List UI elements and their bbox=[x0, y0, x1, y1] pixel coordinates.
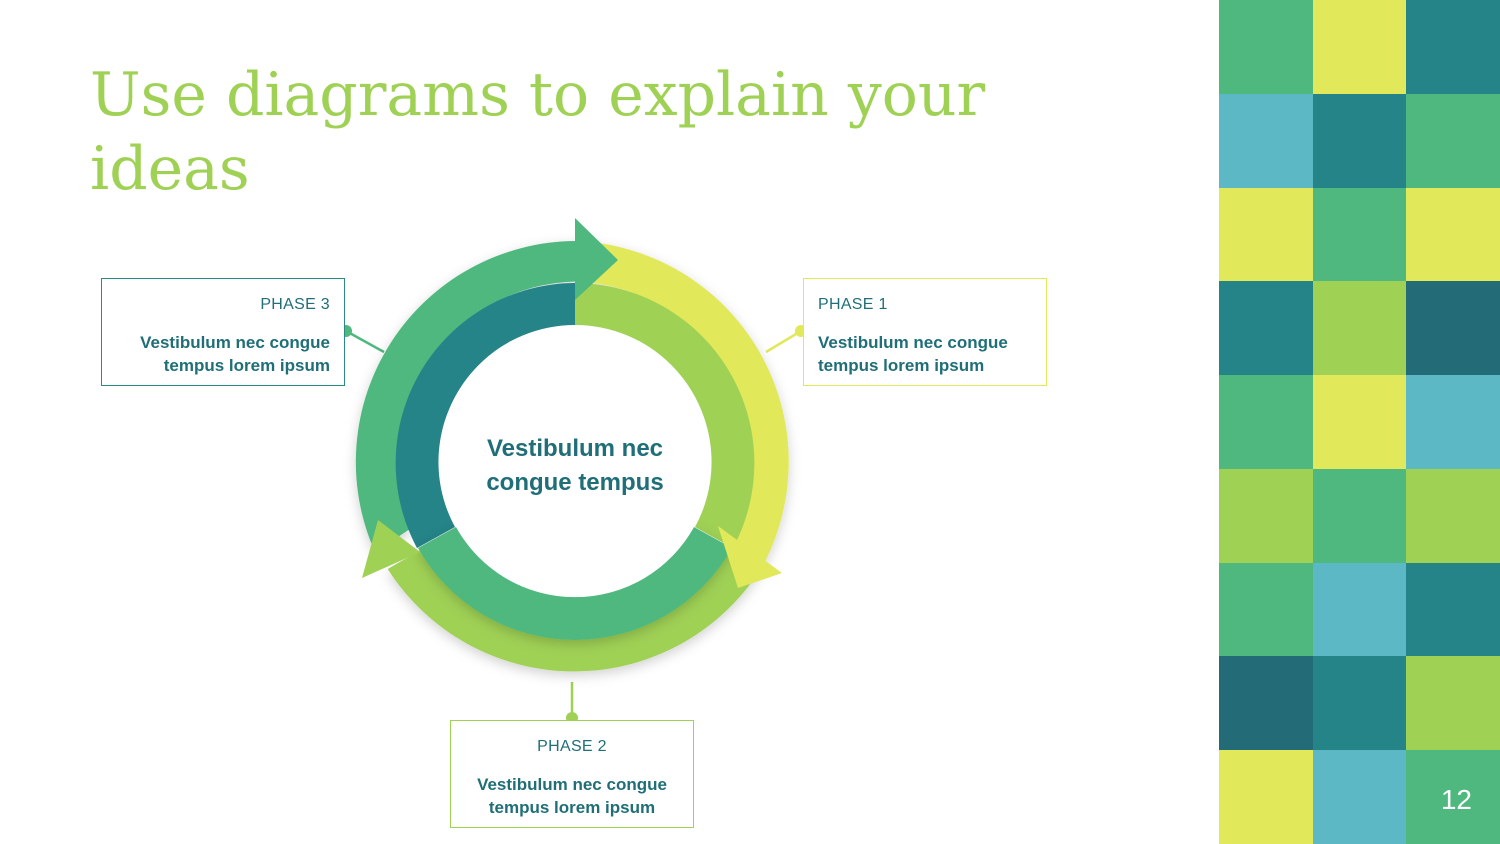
phase2-connector bbox=[566, 682, 578, 724]
outer-arc-phase2 bbox=[387, 545, 764, 672]
arrowhead-phase3 bbox=[575, 218, 618, 300]
mosaic-tile bbox=[1219, 656, 1313, 751]
mosaic-tile bbox=[1406, 375, 1500, 469]
mosaic-tile bbox=[1219, 468, 1313, 563]
mosaic-tile bbox=[1312, 0, 1407, 94]
mosaic-tile bbox=[1406, 562, 1500, 657]
mosaic-tile bbox=[1219, 0, 1313, 94]
mosaic-tile bbox=[1219, 562, 1313, 657]
mosaic-tile bbox=[1219, 375, 1313, 469]
mosaic-tile bbox=[1406, 281, 1500, 376]
mosaic-tile bbox=[1406, 187, 1500, 282]
phase3-connector bbox=[340, 325, 385, 354]
phase2-label: PHASE 2 bbox=[537, 738, 607, 755]
inner-arc-green bbox=[418, 527, 732, 640]
center-label: Vestibulum nec congue tempus bbox=[486, 435, 664, 496]
mosaic-tile bbox=[1312, 468, 1407, 563]
mosaic-tile bbox=[1406, 0, 1500, 94]
mosaic-tile bbox=[1219, 750, 1313, 844]
mosaic-tile bbox=[1312, 93, 1407, 188]
phase1-text: Vestibulum nec congue tempus lorem ipsum bbox=[818, 333, 1008, 375]
mosaic-tile bbox=[1406, 468, 1500, 563]
mosaic-tile bbox=[1406, 93, 1500, 188]
mosaic-tile bbox=[1312, 187, 1407, 282]
mosaic-tile bbox=[1219, 93, 1313, 188]
arrowhead-phase1 bbox=[718, 526, 782, 588]
phase1-box: PHASE 1 Vestibulum nec congue tempus lor… bbox=[803, 278, 1047, 386]
slide-title: Use diagrams to explain your ideas bbox=[90, 60, 986, 204]
mosaic-tile bbox=[1219, 187, 1313, 282]
arrowhead-phase2 bbox=[362, 520, 420, 578]
outer-arc-phase3 bbox=[355, 241, 575, 552]
mosaic-tile bbox=[1406, 656, 1500, 751]
phase3-box: PHASE 3 Vestibulum nec congue tempus lor… bbox=[101, 278, 345, 386]
phase1-connector bbox=[765, 325, 807, 354]
mosaic-tile bbox=[1312, 375, 1407, 469]
mosaic-tile bbox=[1219, 281, 1313, 376]
decorative-mosaic bbox=[1219, 0, 1500, 844]
slide-number: 12 bbox=[1440, 784, 1472, 815]
mosaic-tile bbox=[1406, 750, 1500, 844]
mosaic-tile bbox=[1312, 656, 1407, 751]
phase3-label: PHASE 3 bbox=[260, 296, 330, 313]
inner-arc-teal bbox=[395, 283, 575, 548]
phase2-text: Vestibulum nec congue tempus lorem ipsum bbox=[477, 775, 667, 817]
phase2-box: PHASE 2 Vestibulum nec congue tempus lor… bbox=[450, 720, 694, 828]
mosaic-tile bbox=[1312, 750, 1407, 844]
center-disc bbox=[439, 325, 711, 597]
inner-arc-lime bbox=[575, 283, 755, 548]
mosaic-tile bbox=[1312, 562, 1407, 657]
phase1-label: PHASE 1 bbox=[818, 296, 888, 313]
phase3-text: Vestibulum nec congue tempus lorem ipsum bbox=[140, 333, 330, 375]
outer-arc-phase1 bbox=[575, 241, 789, 565]
mosaic-tile bbox=[1312, 281, 1407, 376]
